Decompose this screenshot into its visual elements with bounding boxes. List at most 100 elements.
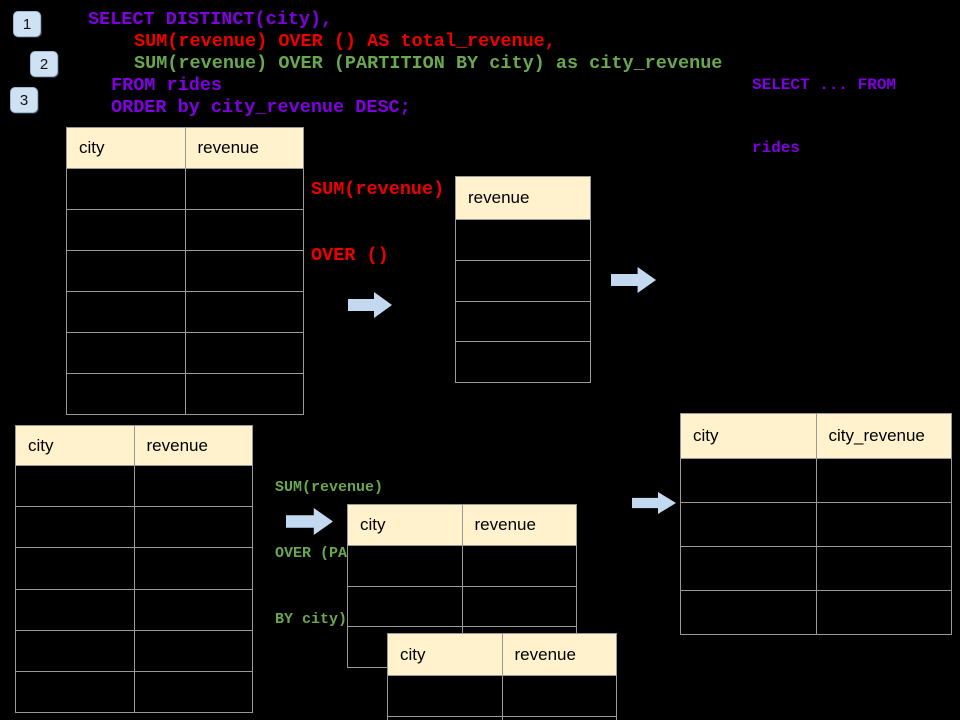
table-cell bbox=[67, 374, 185, 414]
table-cell bbox=[184, 169, 304, 209]
table-row bbox=[16, 629, 253, 671]
table-cell bbox=[501, 717, 617, 720]
table-source-bottom: city revenue bbox=[15, 425, 253, 713]
column-header-city: city bbox=[360, 515, 386, 534]
column-header-city: city bbox=[28, 435, 54, 455]
step-badge-2: 2 bbox=[30, 51, 58, 77]
table-row bbox=[348, 546, 576, 586]
table-result: city city_revenue bbox=[680, 413, 952, 635]
table-cell bbox=[456, 342, 590, 382]
table-cell bbox=[133, 630, 253, 671]
annotation-sum-over-all: SUM(revenue) OVER () bbox=[311, 135, 444, 311]
column-header-revenue: revenue bbox=[184, 128, 304, 168]
table-cell bbox=[133, 548, 253, 589]
annotation-line: SUM(revenue) bbox=[275, 479, 384, 496]
code-line-total-revenue: SUM(revenue) OVER () AS total_revenue, bbox=[134, 31, 556, 52]
table-partition-front: city revenue bbox=[387, 633, 617, 720]
code-line-order-by: ORDER by city_revenue DESC; bbox=[111, 97, 411, 118]
table-cell bbox=[67, 210, 185, 250]
step-badge-1: 1 bbox=[13, 11, 41, 37]
code-line-select: SELECT DISTINCT(city), bbox=[88, 9, 333, 30]
table-cell bbox=[67, 251, 185, 291]
table-cell bbox=[388, 676, 502, 716]
table-header-row: city revenue bbox=[388, 634, 616, 676]
right-arrow-icon bbox=[286, 508, 333, 535]
annotation-line: SUM(revenue) bbox=[311, 179, 445, 200]
code-line-city-revenue: SUM(revenue) OVER (PARTITION BY city) as… bbox=[134, 53, 723, 74]
side-note-line-2: rides bbox=[752, 139, 801, 157]
table-cell bbox=[67, 333, 185, 373]
table-row bbox=[681, 459, 951, 502]
table-row bbox=[67, 169, 303, 209]
table-cell bbox=[456, 220, 590, 260]
table-row bbox=[16, 506, 253, 548]
table-cell bbox=[133, 466, 253, 507]
table-cell bbox=[456, 261, 590, 301]
table-body bbox=[681, 459, 951, 634]
table-cell bbox=[184, 333, 304, 373]
table-cell bbox=[815, 591, 952, 634]
table-row bbox=[67, 373, 303, 414]
table-cell bbox=[184, 292, 304, 332]
table-row bbox=[456, 341, 590, 382]
column-header-revenue: revenue bbox=[461, 505, 577, 545]
table-cell bbox=[815, 503, 952, 546]
right-arrow-icon bbox=[611, 267, 656, 293]
table-cell bbox=[501, 676, 617, 716]
table-header-row: city city_revenue bbox=[681, 414, 951, 459]
column-header-revenue: revenue bbox=[133, 426, 253, 465]
table-row bbox=[16, 466, 253, 507]
table-cell bbox=[16, 590, 134, 630]
table-cell bbox=[133, 589, 253, 630]
table-cell bbox=[67, 169, 185, 209]
table-row bbox=[456, 259, 590, 301]
annotation-line: BY city) bbox=[275, 611, 348, 628]
table-body bbox=[388, 676, 616, 720]
table-cell bbox=[16, 507, 134, 547]
table-cell bbox=[184, 374, 304, 414]
table-row bbox=[16, 588, 253, 630]
table-cell bbox=[681, 547, 816, 590]
column-header-revenue: revenue bbox=[468, 188, 530, 207]
table-cell bbox=[681, 503, 816, 546]
table-row bbox=[67, 250, 303, 291]
table-row bbox=[681, 590, 951, 634]
table-cell bbox=[133, 671, 253, 713]
annotation-line: OVER () bbox=[311, 245, 389, 266]
column-header-city-revenue: city_revenue bbox=[815, 414, 952, 458]
table-cell bbox=[815, 459, 952, 502]
column-header-city: city bbox=[400, 644, 426, 664]
table-cell bbox=[681, 459, 816, 502]
table-cell bbox=[461, 546, 577, 586]
table-cell bbox=[348, 587, 462, 627]
table-row bbox=[681, 502, 951, 546]
table-cell bbox=[16, 548, 134, 588]
table-cell bbox=[681, 591, 816, 634]
table-cell bbox=[184, 210, 304, 250]
right-arrow-icon bbox=[348, 292, 392, 318]
table-row bbox=[67, 332, 303, 373]
code-line-from: FROM rides bbox=[111, 75, 223, 96]
table-row bbox=[16, 547, 253, 589]
table-header-row: city revenue bbox=[67, 128, 303, 169]
table-body bbox=[16, 466, 253, 713]
table-row bbox=[681, 546, 951, 590]
table-source-top: city revenue bbox=[66, 127, 304, 415]
table-cell bbox=[16, 672, 134, 712]
table-row bbox=[16, 670, 253, 713]
table-cell bbox=[67, 292, 185, 332]
right-arrow-icon bbox=[632, 492, 676, 514]
table-row bbox=[67, 209, 303, 250]
column-header-city: city bbox=[79, 138, 105, 157]
column-header-city: city bbox=[693, 426, 719, 445]
table-cell bbox=[815, 547, 952, 590]
table-body bbox=[456, 220, 590, 382]
table-cell bbox=[348, 546, 462, 586]
table-body bbox=[67, 169, 303, 414]
table-cell bbox=[461, 586, 577, 627]
table-header-row: city revenue bbox=[348, 505, 576, 546]
table-row bbox=[388, 716, 616, 720]
table-cell bbox=[133, 507, 253, 548]
table-cell bbox=[184, 251, 304, 291]
